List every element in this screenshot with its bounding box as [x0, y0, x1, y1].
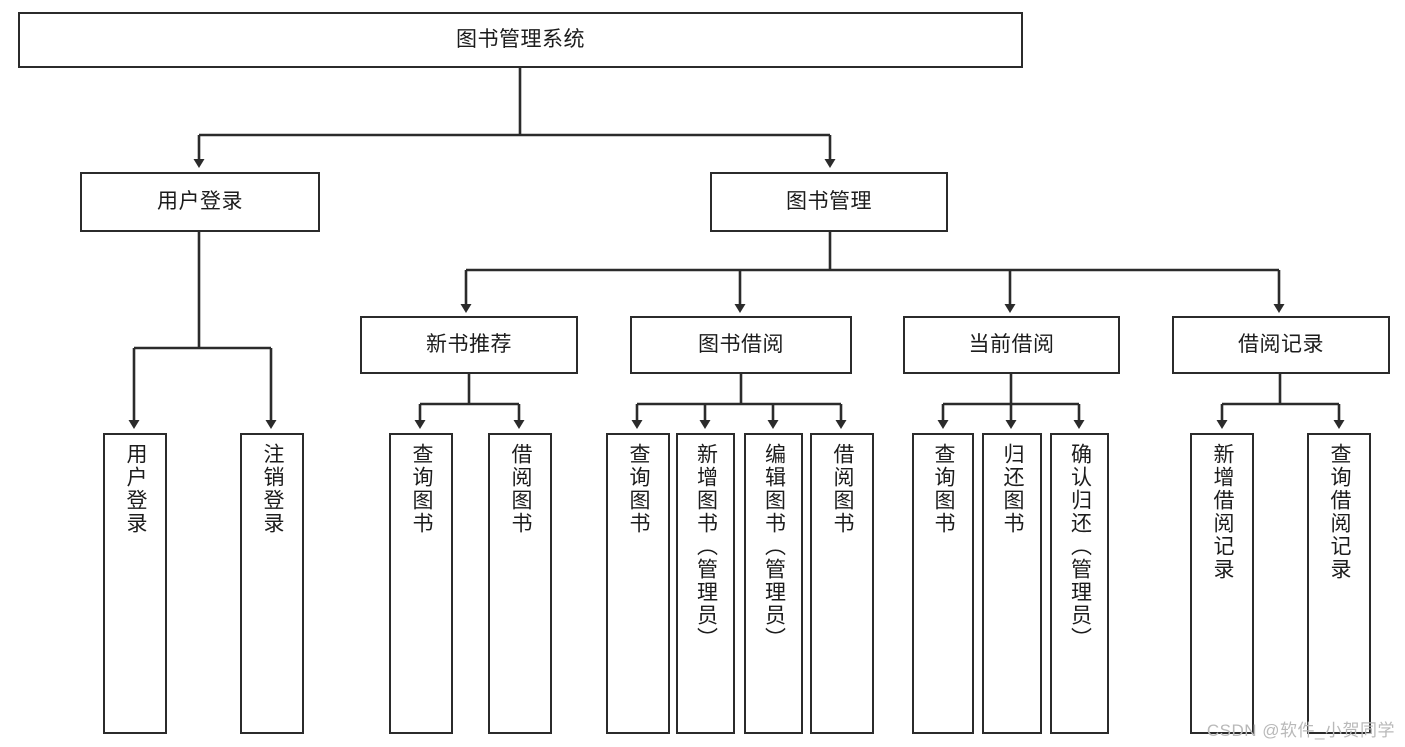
leaf-user-logout-label: 注销登录	[261, 443, 285, 535]
leaf-borrow-book-recommend[interactable]: 借阅图书	[488, 433, 552, 734]
node-current-borrow-label: 当前借阅	[968, 332, 1055, 356]
leaf-add-book-admin[interactable]: 新增图书（管理员）	[676, 433, 735, 734]
leaf-user-logout[interactable]: 注销登录	[240, 433, 304, 734]
node-new-book-recommend[interactable]: 新书推荐	[360, 316, 578, 374]
leaf-add-borrow-record[interactable]: 新增借阅记录	[1190, 433, 1254, 734]
leaf-return-book[interactable]: 归还图书	[982, 433, 1042, 734]
leaf-return-book-label: 归还图书	[1001, 443, 1025, 535]
leaf-query-book-current-label: 查询图书	[932, 443, 956, 535]
node-user-login[interactable]: 用户登录	[80, 172, 320, 232]
leaf-query-borrow-record-label: 查询借阅记录	[1328, 443, 1352, 581]
leaf-query-book-recommend-label: 查询图书	[410, 443, 434, 535]
node-book-management[interactable]: 图书管理	[710, 172, 948, 232]
node-borrow-record-label: 借阅记录	[1238, 332, 1324, 356]
leaf-query-book-recommend[interactable]: 查询图书	[389, 433, 453, 734]
node-borrow-record[interactable]: 借阅记录	[1172, 316, 1390, 374]
leaf-edit-book-admin[interactable]: 编辑图书（管理员）	[744, 433, 803, 734]
leaf-user-login-label: 用户登录	[124, 443, 148, 535]
leaf-borrow-book-label: 借阅图书	[831, 443, 855, 535]
leaf-user-login[interactable]: 用户登录	[103, 433, 167, 734]
node-root-label: 图书管理系统	[456, 27, 585, 51]
leaf-edit-book-admin-label: 编辑图书（管理员）	[762, 443, 786, 650]
leaf-borrow-book-recommend-label: 借阅图书	[509, 443, 533, 535]
node-book-management-label: 图书管理	[786, 189, 872, 213]
leaf-query-book-current[interactable]: 查询图书	[912, 433, 974, 734]
leaf-add-book-admin-label: 新增图书（管理员）	[694, 443, 718, 650]
leaf-add-borrow-record-label: 新增借阅记录	[1211, 443, 1235, 581]
leaf-borrow-book[interactable]: 借阅图书	[810, 433, 874, 734]
node-user-login-label: 用户登录	[157, 189, 243, 213]
leaf-confirm-return-admin[interactable]: 确认归还（管理员）	[1050, 433, 1109, 734]
leaf-query-borrow-record[interactable]: 查询借阅记录	[1307, 433, 1371, 734]
leaf-confirm-return-admin-label: 确认归还（管理员）	[1068, 443, 1092, 650]
node-book-borrow-label: 图书借阅	[698, 332, 784, 356]
leaf-query-book-borrow[interactable]: 查询图书	[606, 433, 670, 734]
node-root[interactable]: 图书管理系统	[18, 12, 1023, 68]
node-new-book-recommend-label: 新书推荐	[426, 332, 512, 356]
csdn-watermark: CSDN @软件_小贺同学	[1206, 721, 1395, 740]
node-book-borrow[interactable]: 图书借阅	[630, 316, 852, 374]
node-current-borrow[interactable]: 当前借阅	[903, 316, 1120, 374]
leaf-query-book-borrow-label: 查询图书	[627, 443, 651, 535]
